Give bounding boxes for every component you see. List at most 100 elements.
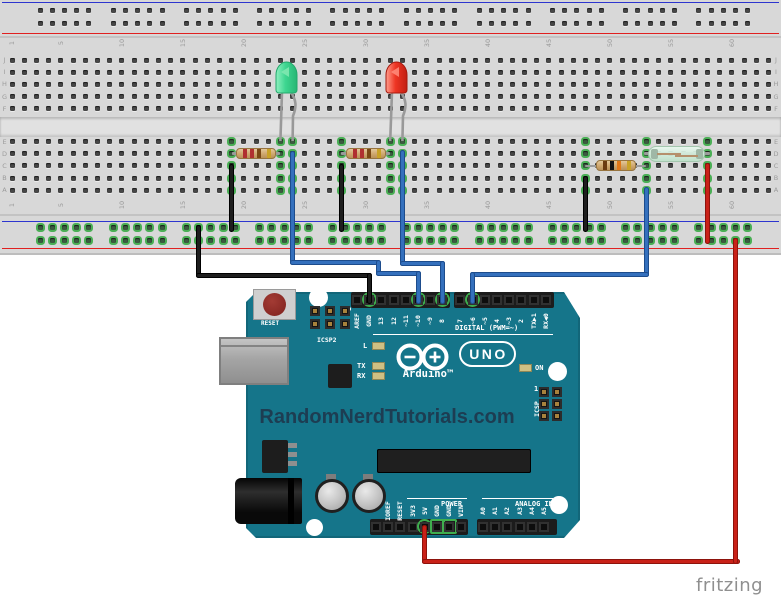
wire-black-gnd-pin[interactable]: [366, 273, 372, 304]
wire-black-led2-gnd[interactable]: [338, 163, 344, 232]
breadboard-hole: [363, 106, 369, 112]
breadboard-hole: [415, 8, 421, 13]
breadboard-hole: [330, 8, 336, 13]
breadboard-hole: [680, 175, 686, 181]
breadboard-hole-connected: [305, 238, 311, 243]
breadboard-hole: [216, 139, 222, 144]
header-pin[interactable]: [490, 521, 501, 532]
breadboard-hole: [314, 69, 320, 75]
breadboard-hole: [61, 8, 67, 13]
breadboard-hole: [147, 21, 153, 26]
header-pin[interactable]: [376, 294, 387, 305]
breadboard-hole: [668, 187, 674, 193]
icsp-pin: [539, 387, 549, 397]
breadboard-hole: [192, 187, 198, 193]
breadboard-hole: [607, 175, 613, 181]
breadboard-hole: [729, 163, 735, 169]
breadboard-hole-connected: [147, 225, 153, 230]
wire-blue-pin10-v2[interactable]: [375, 260, 381, 276]
breadboard-hole: [582, 94, 588, 100]
header-pin[interactable]: [516, 294, 527, 305]
breadboard-hole: [741, 94, 747, 100]
header-pin[interactable]: [540, 294, 551, 305]
wire-black-gnd-rail-h[interactable]: [196, 273, 373, 278]
wire-blue-pin8-h1[interactable]: [399, 261, 445, 266]
wire-blue-pin6-v2[interactable]: [470, 272, 476, 304]
wire-black-reed-gnd[interactable]: [582, 175, 588, 232]
breadboard-hole: [46, 69, 52, 75]
header-pin[interactable]: [478, 521, 488, 532]
header-pin[interactable]: [388, 294, 399, 305]
breadboard-hole: [656, 163, 662, 169]
wire-black-gnd-rail-v[interactable]: [196, 225, 202, 278]
breadboard-hole: [765, 69, 771, 75]
wire-blue-pin10-h2[interactable]: [375, 271, 421, 276]
breadboard-hole-connected: [257, 238, 263, 243]
wire-red-5v-v2[interactable]: [732, 238, 738, 564]
column-number: 55: [666, 38, 675, 48]
header-pin[interactable]: [383, 521, 394, 532]
row-letter: D: [773, 149, 779, 158]
breadboard-hole: [460, 175, 466, 181]
breadboard-hole: [155, 187, 161, 193]
header-pin[interactable]: [395, 521, 406, 532]
breadboard-hole: [558, 106, 564, 112]
header-pin[interactable]: [504, 294, 515, 305]
breadboard-hole: [631, 175, 637, 181]
wire-red-5v-h1[interactable]: [422, 559, 740, 564]
wire-blue-pin6-v1[interactable]: [643, 187, 649, 277]
header-pin[interactable]: [371, 521, 381, 532]
breadboard-hole: [180, 139, 186, 144]
wire-blue-pin8-v2[interactable]: [439, 261, 445, 304]
wire-blue-pin8-v1[interactable]: [399, 150, 405, 266]
breadboard-hole: [448, 94, 454, 100]
breadboard-hole: [265, 139, 271, 144]
breadboard-hole: [281, 21, 287, 26]
reset-button-cap[interactable]: [263, 293, 286, 316]
breadboard-hole: [46, 57, 52, 63]
header-pin[interactable]: [352, 294, 362, 305]
breadboard-hole: [131, 187, 137, 193]
breadboard-hole: [33, 187, 39, 193]
header-pin[interactable]: [526, 521, 537, 532]
header-pin[interactable]: [492, 294, 502, 305]
breadboard-hole: [204, 81, 210, 87]
breadboard-hole: [558, 175, 564, 181]
breadboard-hole: [440, 8, 446, 13]
header-pin[interactable]: [479, 294, 490, 305]
header-pin[interactable]: [539, 521, 549, 532]
breadboard-hole: [473, 69, 479, 75]
header-pin[interactable]: [400, 294, 411, 305]
header-pin[interactable]: [407, 521, 418, 532]
wire-blue-pin10-h1[interactable]: [290, 260, 381, 265]
digital-bracket-line: [373, 334, 553, 335]
wire-blue-pin6-h1[interactable]: [470, 272, 649, 277]
header-pin[interactable]: [425, 294, 436, 305]
pin-label: 8: [438, 319, 447, 323]
breadboard-hole: [643, 81, 649, 87]
header-pin[interactable]: [455, 294, 466, 305]
header-pin[interactable]: [502, 521, 513, 532]
header-pin[interactable]: [514, 521, 525, 532]
column-number: 55: [666, 200, 675, 209]
breadboard-hole: [558, 163, 564, 169]
wire-blue-pin10-v1[interactable]: [290, 151, 296, 265]
wire-red-5v-v1[interactable]: [422, 525, 428, 564]
breadboard-hole: [704, 69, 710, 75]
header-pin[interactable]: [528, 294, 539, 305]
reset-button[interactable]: [253, 289, 296, 320]
breadboard-hole: [521, 151, 527, 157]
header-pin[interactable]: [432, 521, 442, 532]
breadboard-hole: [668, 139, 674, 144]
breadboard-hole: [168, 175, 174, 181]
header-pin[interactable]: [444, 521, 455, 532]
wire-blue-pin10-v3[interactable]: [415, 271, 421, 304]
breadboard-hole: [253, 81, 259, 87]
breadboard-hole: [460, 139, 466, 144]
breadboard-hole-connected: [86, 238, 92, 243]
header-pin[interactable]: [456, 521, 467, 532]
breadboard-hole: [546, 106, 552, 112]
wire-black-led1-gnd[interactable]: [229, 163, 235, 232]
wire-red-reed-rail[interactable]: [704, 163, 710, 244]
breadboard-hole: [326, 81, 332, 87]
